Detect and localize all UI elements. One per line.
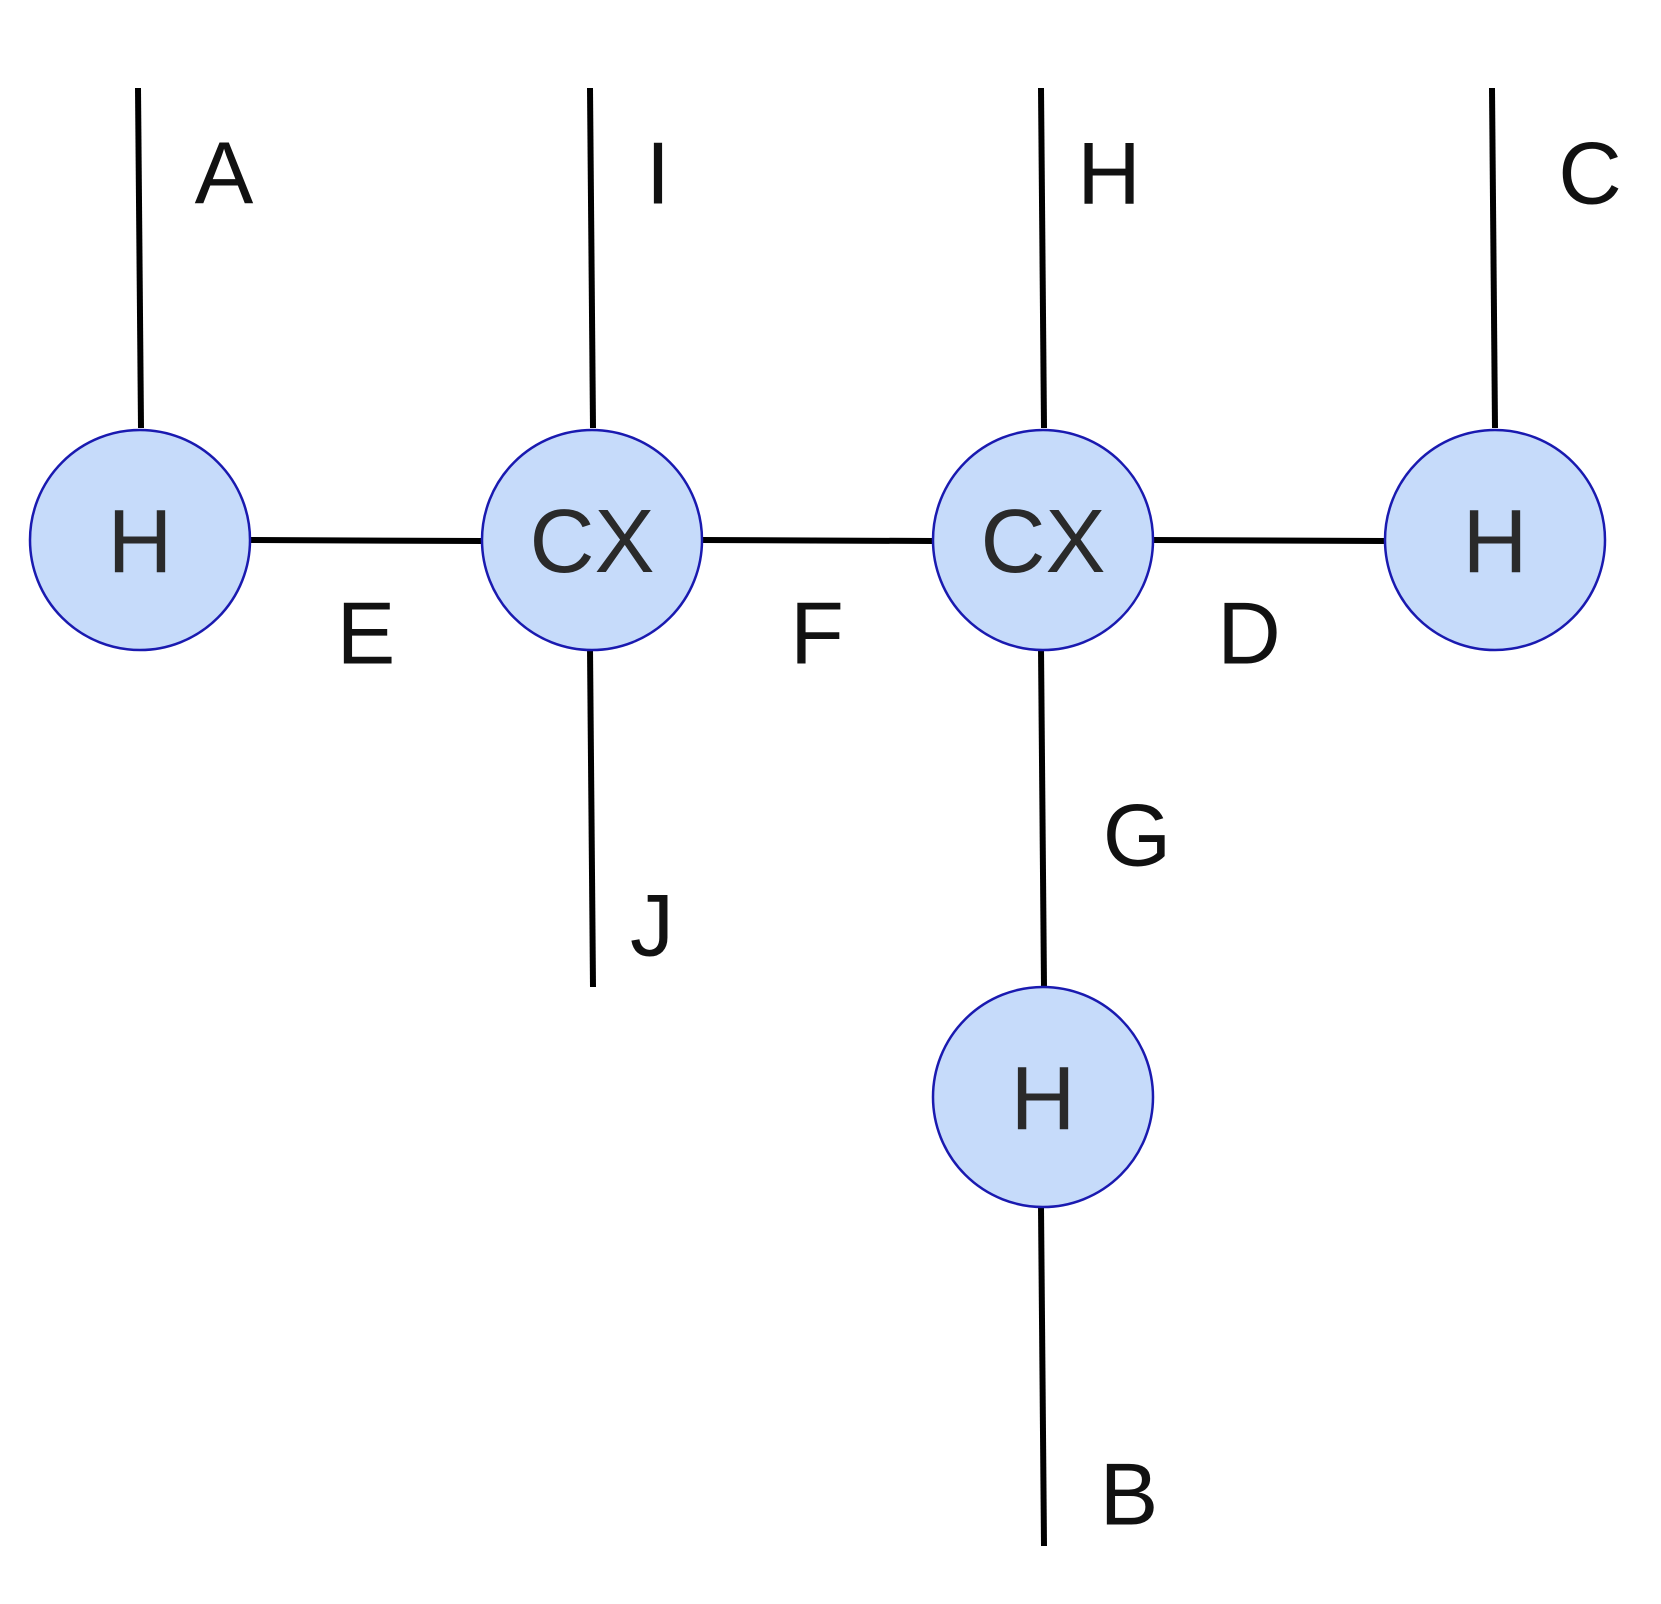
edge-labels: A I H C E F D J G B: [195, 124, 1622, 1544]
node-h-left: H: [28, 428, 252, 652]
wire-b: [1038, 1206, 1047, 1547]
node-h-bottom-label: H: [1011, 1049, 1076, 1149]
edge-label-f: F: [790, 584, 844, 683]
node-h-right-circle: [1383, 428, 1607, 652]
node-h-left-label: H: [108, 492, 173, 592]
wire-i: [587, 87, 596, 429]
node-cx-2-label: CX: [980, 492, 1105, 592]
node-cx-1: CX: [480, 428, 704, 652]
wire-c: [1489, 87, 1498, 429]
wire-a: [135, 87, 144, 429]
edge-label-e: E: [337, 584, 396, 683]
wire-g: [1038, 647, 1047, 988]
edge-label-d: D: [1217, 584, 1281, 683]
edge-label-b: B: [1100, 1445, 1159, 1544]
edge-label-c: C: [1558, 124, 1622, 223]
wire-f: [701, 537, 934, 544]
edge-label-h: H: [1077, 124, 1141, 223]
node-cx-2-circle: [931, 428, 1155, 652]
edge-label-a: A: [195, 124, 254, 223]
node-h-right-label: H: [1463, 492, 1528, 592]
wire-h: [1038, 87, 1047, 429]
wires: [135, 87, 1498, 1547]
node-h-bottom: H: [931, 985, 1155, 1209]
wire-j: [587, 647, 596, 988]
edge-label-j: J: [630, 876, 674, 975]
node-h-left-circle: [28, 428, 252, 652]
wire-e: [249, 537, 483, 544]
node-cx-1-label: CX: [529, 492, 654, 592]
node-h-right: H: [1383, 428, 1607, 652]
wire-d: [1152, 537, 1386, 544]
node-h-bottom-circle: [931, 985, 1155, 1209]
node-cx-2: CX: [931, 428, 1155, 652]
nodes: H CX CX H H: [28, 428, 1607, 1209]
node-cx-1-circle: [480, 428, 704, 652]
edge-label-g: G: [1103, 786, 1171, 885]
edge-label-i: I: [646, 124, 670, 223]
